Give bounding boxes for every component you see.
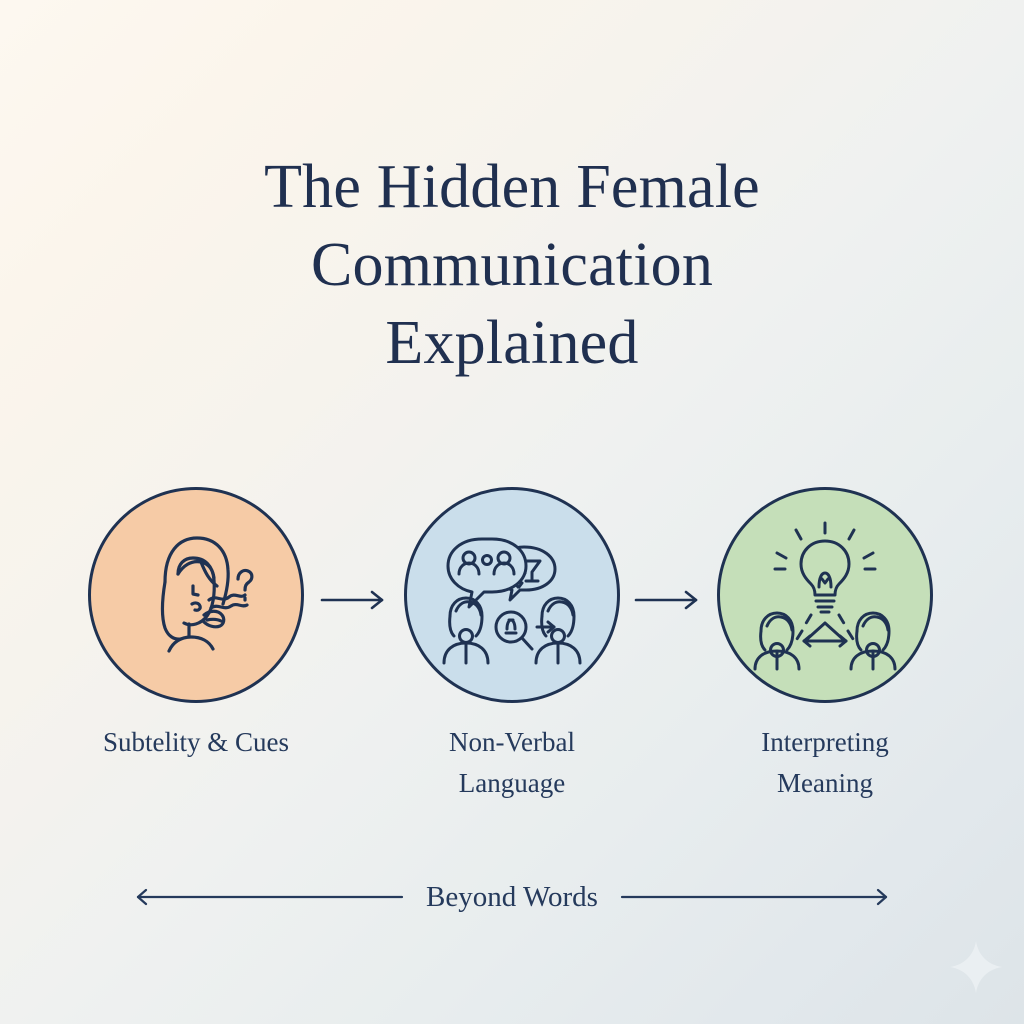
connector-arrow-1 — [316, 580, 402, 620]
step-label-line-2: Meaning — [777, 768, 873, 798]
step-label-line-1: Interpreting — [761, 727, 889, 757]
step-circle-1 — [88, 487, 304, 703]
step-labels-row: Subtelity & Cues Non-Verbal Language Int… — [0, 722, 1024, 832]
whispering-woman-question-icon — [160, 536, 254, 653]
step-interpreting-meaning[interactable] — [717, 487, 933, 703]
connector-arrow-2 — [630, 580, 716, 620]
step-label-line-2: Language — [458, 768, 566, 798]
step-label-subtlety-cues: Subtelity & Cues — [46, 722, 346, 763]
sparkle-watermark — [947, 938, 1005, 996]
step-circle-3 — [717, 487, 933, 703]
page-title: The Hidden Female Communication Explaine… — [0, 148, 1024, 382]
steps-row — [0, 487, 1024, 707]
arrow-right-icon — [320, 590, 384, 610]
footer-left-arrow-icon — [136, 888, 404, 906]
step-label-interpreting-meaning: Interpreting Meaning — [675, 722, 975, 804]
step-label-line-1: Non-Verbal — [449, 727, 575, 757]
step-non-verbal-language[interactable] — [404, 487, 620, 703]
sparkle-four-point-star-icon — [950, 941, 1002, 993]
lightbulb-two-women-exchange-icon — [753, 521, 897, 671]
arrow-right-icon — [634, 590, 698, 610]
footer-caption: Beyond Words — [0, 880, 1024, 914]
step-label-line-1: Subtelity & Cues — [102, 727, 289, 757]
footer-right-arrow-icon — [620, 888, 888, 906]
title-line-1: The Hidden Female — [264, 153, 760, 221]
step-label-non-verbal-language: Non-Verbal Language — [362, 722, 662, 804]
step-subtlety-cues[interactable] — [88, 487, 304, 703]
step-circle-2 — [404, 487, 620, 703]
speech-bubbles-two-women-magnifier-icon — [442, 537, 582, 665]
footer-text: Beyond Words — [426, 881, 598, 913]
title-line-2: Communication — [310, 231, 714, 299]
title-line-3: Explained — [385, 309, 639, 377]
